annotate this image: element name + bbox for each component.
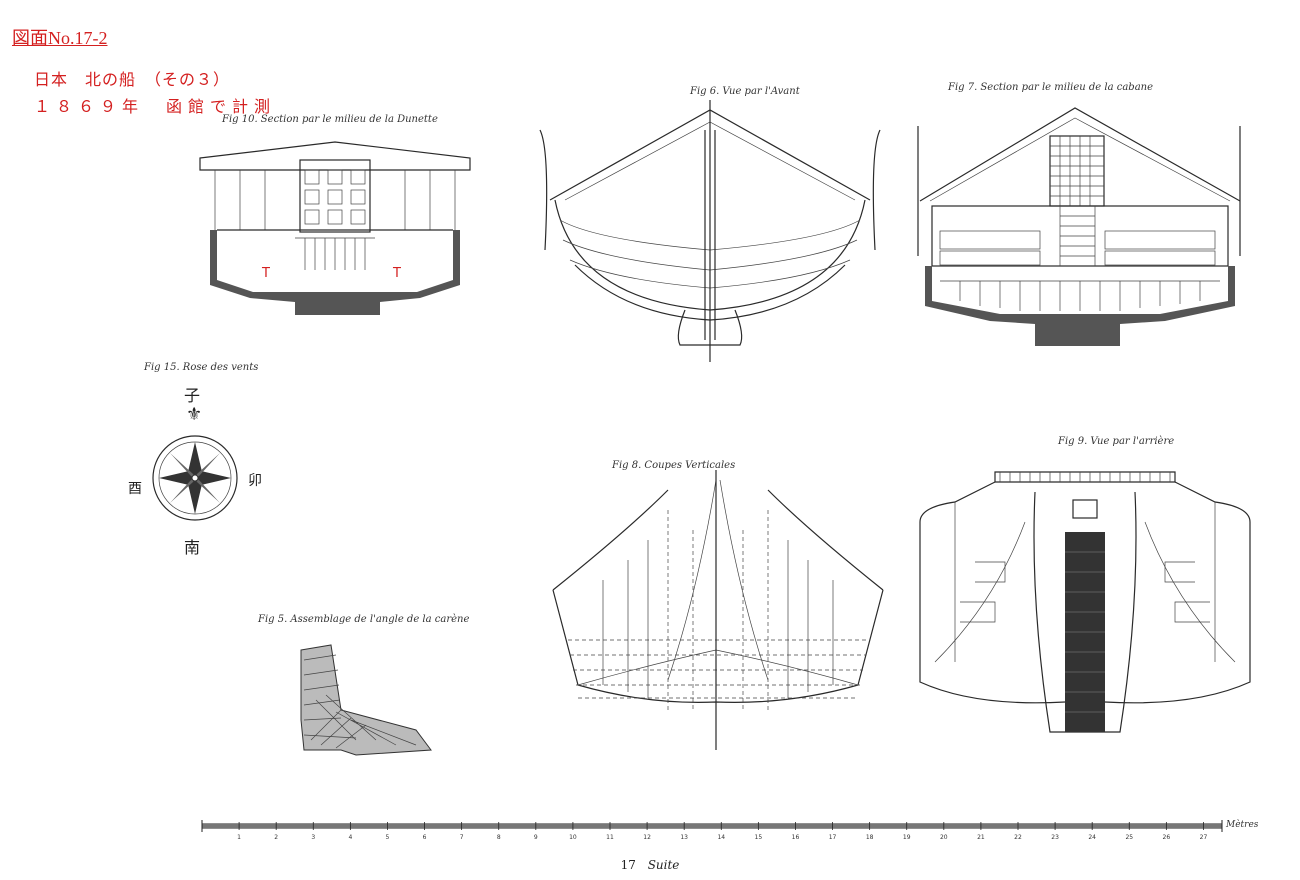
scale-tick-label: 2	[274, 834, 278, 841]
compass-west-label: 酉	[128, 481, 142, 497]
scale-tick-label: 14	[717, 834, 725, 841]
scale-tick-label: 1	[237, 834, 241, 841]
scale-tick-label: 22	[1014, 834, 1022, 841]
fig15-caption: Fig 15. Rose des vents	[144, 362, 259, 373]
scale-unit-label: Mètres	[1226, 820, 1259, 830]
scale-tick-label: 5	[386, 834, 390, 841]
page-footer: 17 Suite	[0, 858, 1300, 872]
fig7-caption: Fig 7. Section par le milieu de la caban…	[948, 82, 1154, 93]
scale-tick-label: 7	[460, 834, 464, 841]
page-number: 17	[620, 858, 636, 872]
fig8-drawing	[552, 470, 884, 750]
scale-tick-label: 21	[977, 834, 985, 841]
t-marker-right: T	[393, 266, 401, 281]
scale-tick-label: 15	[755, 834, 763, 841]
fig10-caption: Fig 10. Section par le milieu de la Dune…	[222, 114, 438, 125]
scale-tick-label: 18	[866, 834, 874, 841]
fig9-caption: Fig 9. Vue par l'arrière	[1058, 436, 1175, 447]
compass-east-label: 卯	[248, 473, 262, 489]
scale-tick-label: 20	[940, 834, 948, 841]
fig5-caption: Fig 5. Assemblage de l'angle de la carèn…	[258, 614, 470, 625]
scale-tick-label: 26	[1163, 834, 1171, 841]
scale-tick-label: 10	[569, 834, 577, 841]
subtitle-line-1: 日本 北の船 （その３）	[34, 70, 231, 89]
fig9-drawing	[919, 471, 1251, 733]
fig8-caption: Fig 8. Coupes Verticales	[612, 460, 736, 471]
scale-tick-label: 6	[423, 834, 427, 841]
scale-tick-label: 27	[1200, 834, 1208, 841]
scale-tick-label: 17	[829, 834, 837, 841]
compass-south-label: 南	[184, 538, 201, 557]
scale-tick-label: 16	[792, 834, 800, 841]
scale-tick-label: 19	[903, 834, 911, 841]
fig6-drawing	[539, 100, 881, 362]
fig7-drawing	[917, 107, 1241, 346]
document-number: 図面No.17-2	[12, 28, 108, 48]
fig6-caption: Fig 6. Vue par l'Avant	[690, 86, 800, 97]
scale-tick-label: 8	[497, 834, 501, 841]
fig5-drawing	[300, 644, 432, 756]
scale-tick-label: 3	[311, 834, 315, 841]
scale-tick-label: 12	[643, 834, 651, 841]
fig10-drawing	[199, 141, 471, 315]
scale-tick-label: 9	[534, 834, 538, 841]
fig15-compass	[152, 435, 238, 521]
scale-tick-label: 11	[606, 834, 614, 841]
scale-tick-label: 23	[1051, 834, 1059, 841]
scale-tick-label: 24	[1088, 834, 1096, 841]
t-marker-left: T	[262, 266, 270, 281]
compass-north-label: 子	[184, 386, 201, 405]
fleur-de-lis-icon: ⚜	[186, 404, 203, 425]
subtitle-line-2: １８６９年 函館で計測	[34, 97, 277, 116]
scale-tick-label: 13	[680, 834, 688, 841]
scale-tick-label: 4	[348, 834, 352, 841]
scale-tick-label: 25	[1125, 834, 1133, 841]
footer-suite: Suite	[647, 858, 680, 872]
